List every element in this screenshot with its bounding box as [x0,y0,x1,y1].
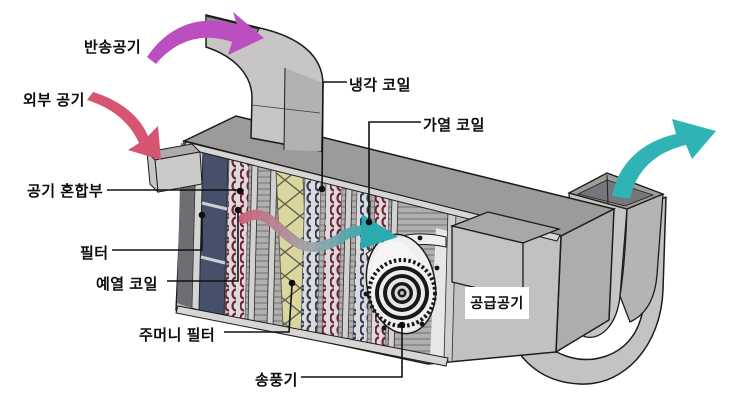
return-air-arrow [147,12,264,64]
blower-fan [363,233,447,335]
label-outside-air: 외부 공기 [23,92,85,109]
fan-inlet-rings [367,258,437,328]
label-mixing-section: 공기 혼합부 [27,183,104,200]
label-bag-filter: 주머니 필터 [139,327,216,344]
leader-heating-coil [368,121,421,220]
leader-filter [112,217,203,251]
leader-cooling-coil [321,81,347,191]
leader-preheat-coil [167,212,239,282]
leader-lines [107,81,421,378]
bag-filter [275,169,311,334]
leader-dots [198,185,406,329]
label-filter: 필터 [80,245,109,262]
leader-bag-filter [224,284,293,333]
label-cooling-coil: 냉각 코일 [349,77,411,94]
supply-air-arrow [612,119,716,199]
label-heating-coil: 가열 코일 [423,117,485,134]
preheat-coil [224,157,250,322]
outside-air-arrow [87,92,161,160]
label-return-air: 반송공기 [84,39,142,56]
label-blower: 송풍기 [255,372,298,389]
label-supply-air: 공급공기 [465,287,529,319]
label-preheat-coil: 예열 코일 [96,276,158,293]
leader-blower [301,328,403,378]
panel-filter [198,149,229,319]
